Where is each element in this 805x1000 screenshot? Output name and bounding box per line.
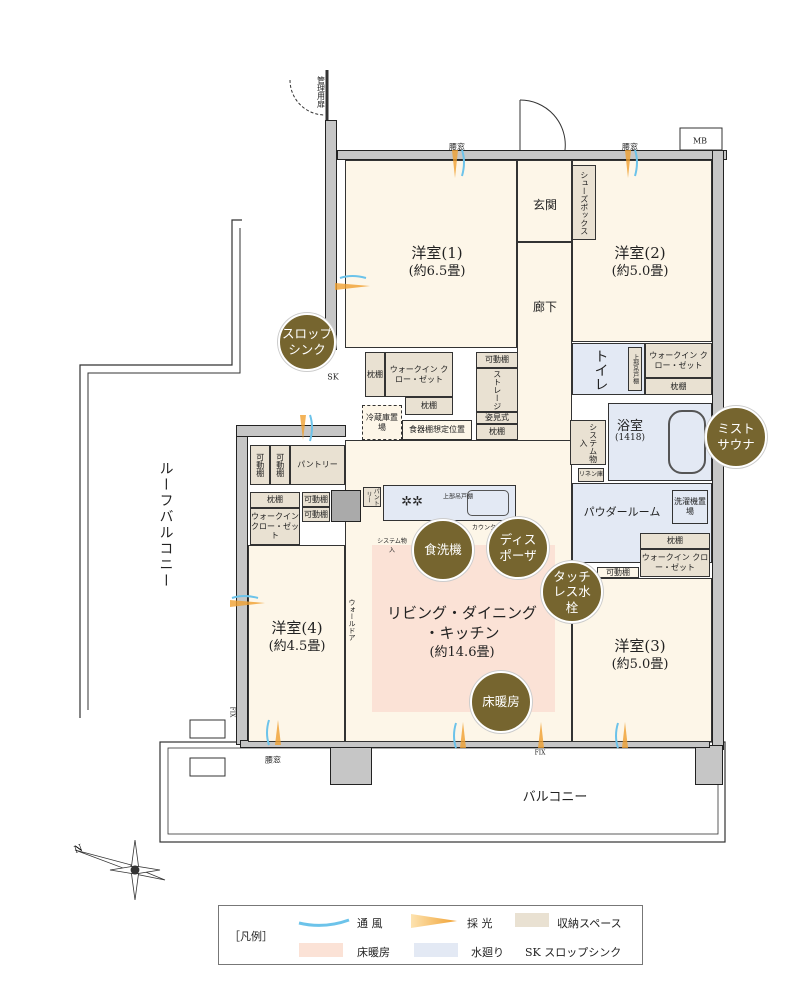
water-swatch <box>414 943 458 957</box>
pillow-shelf: 枕棚 <box>640 533 710 549</box>
pillow-shelf: 枕棚 <box>365 352 385 397</box>
pantry-small: パントリー <box>363 487 381 507</box>
washer-space: 洗濯機置場 <box>672 490 708 524</box>
daylight-icon <box>230 150 631 748</box>
room-name: 洋室(2) <box>614 244 666 263</box>
wall <box>337 150 727 160</box>
room-name: 洋室(3) <box>614 637 666 656</box>
sink <box>467 490 509 516</box>
bath-label: 浴室(1418) <box>615 418 645 444</box>
room-label-western-2: 洋室(2)(約5.0畳) <box>612 243 669 281</box>
room-label-ldk: リビング・ダイニング・キッチン(約14.6畳) <box>387 603 537 661</box>
cupboard-space: 食器棚想定位置 <box>402 420 472 440</box>
mirror: 姿見式 <box>476 412 518 424</box>
room-label-western-4: 洋室(4)(約4.5畳) <box>269 618 326 656</box>
movable-shelf: 可動棚 <box>250 445 270 485</box>
shoe-box: シューズボックス <box>572 165 596 240</box>
legend-ventilation: 通 風 <box>357 917 383 930</box>
badge-slop-sink: スロップシンク <box>278 313 336 371</box>
western-room-4 <box>248 545 345 742</box>
walk-in-closet: ウォークイン クロー・ゼット <box>640 549 710 577</box>
entrance-label: 玄関 <box>532 197 558 212</box>
room-size: (約5.0畳) <box>611 657 669 673</box>
fridge-column <box>331 490 361 522</box>
maintenance-door-label: 管理用扉 <box>316 76 326 108</box>
storage-swatch <box>515 913 549 927</box>
legend-daylight: 採 光 <box>467 917 493 930</box>
mb-label: MB <box>692 136 708 146</box>
pillow-shelf: 枕棚 <box>645 378 712 395</box>
room-name: 洋室(4) <box>271 619 323 638</box>
counter-label: カウンター <box>471 524 503 532</box>
room-name: 浴室 <box>616 418 643 434</box>
stove-icon: ✲✲ <box>401 494 423 510</box>
wall-door-label: ウォールドア <box>348 599 356 641</box>
pillow-shelf: 枕棚 <box>476 424 518 440</box>
system-storage: システム物入 <box>570 420 606 465</box>
legend-storage: 収納スペース <box>557 917 622 930</box>
walk-in-closet: ウォークイン クロー・ゼット <box>645 343 712 378</box>
legend-title: ［凡例］ <box>229 930 273 943</box>
system-storage-label: システム物入 <box>377 538 407 554</box>
pantry: パントリー <box>290 445 345 485</box>
room-size: (1418) <box>615 433 645 444</box>
room-size: (約5.0畳) <box>611 264 669 280</box>
legend-sk: SK スロップシンク <box>525 946 622 959</box>
window-label: 腰窓 <box>622 142 638 152</box>
roof-balcony-label: ルーフバルコニー <box>157 461 174 589</box>
pillow-shelf: 枕棚 <box>250 492 300 508</box>
room-name: 洋室(1) <box>411 244 463 263</box>
badge-mist-sauna: ミストサウナ <box>705 406 767 468</box>
fix-label: FIX <box>228 706 236 718</box>
western-room-1 <box>345 160 517 348</box>
walk-in-closet: ウォークイン クロー・ゼット <box>385 352 453 397</box>
room-name: ・キッチン <box>424 624 500 643</box>
movable-shelf: 可動棚 <box>302 492 330 507</box>
sk-label: SK <box>327 372 339 382</box>
window-label: 腰窓 <box>265 755 281 765</box>
wall <box>236 425 346 437</box>
room-size: (約14.6畳) <box>429 644 495 660</box>
badge-touchless-faucet: タッチレス水栓 <box>541 561 603 623</box>
movable-shelf: 可動棚 <box>597 567 639 578</box>
window-label: 腰窓 <box>449 142 465 152</box>
upper-cabinet-label: 上部吊戸棚 <box>442 493 474 501</box>
ventilation-swatch <box>298 918 350 927</box>
north-label: N <box>73 842 85 856</box>
balcony-label: バルコニー <box>522 790 588 806</box>
room-name: リビング・ダイニング <box>386 603 538 622</box>
linen-closet: リネン庫 <box>578 468 604 482</box>
badge-floor-heating: 床暖房 <box>470 671 532 733</box>
ventilation-icon <box>231 149 638 749</box>
badge-disposer: ディスポーザ <box>487 517 549 579</box>
daylight-swatch <box>411 914 457 928</box>
compass-icon: N <box>73 839 166 901</box>
walk-in-closet: ウォークイン クロー・ゼット <box>250 508 300 545</box>
room-size: (約6.5畳) <box>408 264 466 280</box>
movable-shelf: 可動棚 <box>302 507 330 522</box>
hallway-label: 廊下 <box>532 299 558 314</box>
room-label-western-3: 洋室(3)(約5.0畳) <box>612 636 669 674</box>
legend: ［凡例］ 通 風 採 光 収納スペース 床暖房 水廻り SK スロップシンク <box>218 905 643 965</box>
movable-shelf: 可動棚 <box>476 352 518 368</box>
toilet-label: トイレ <box>592 349 609 391</box>
entrance <box>517 160 572 242</box>
movable-shelf: 可動棚 <box>270 445 290 485</box>
room-label-western-1: 洋室(1)(約6.5畳) <box>409 243 466 281</box>
wall <box>695 745 723 785</box>
legend-water: 水廻り <box>471 946 504 959</box>
toilet-cabinet: 上部吊戸棚 <box>628 347 642 391</box>
heating-swatch <box>299 943 343 957</box>
fridge-space: 冷蔵庫置場 <box>362 405 402 440</box>
legend-floor-heating: 床暖房 <box>357 946 390 959</box>
powder-room-label: パウダールーム <box>583 505 661 519</box>
pillow-shelf: 枕棚 <box>405 397 453 415</box>
fix-label: FIX <box>534 749 546 757</box>
storage-closet: ストレージ <box>476 368 518 412</box>
room-size: (約4.5畳) <box>268 639 326 655</box>
badge-dishwasher: 食洗機 <box>412 519 474 581</box>
